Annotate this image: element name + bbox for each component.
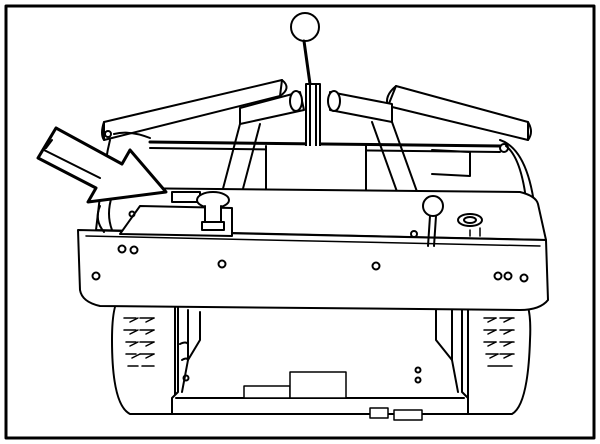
right-rear-tire bbox=[467, 295, 532, 415]
main-body bbox=[77, 187, 549, 311]
figure-border bbox=[4, 4, 596, 440]
left-rear-tire bbox=[111, 295, 176, 415]
pointer-arrow bbox=[36, 126, 168, 204]
rear-housing bbox=[171, 299, 469, 421]
